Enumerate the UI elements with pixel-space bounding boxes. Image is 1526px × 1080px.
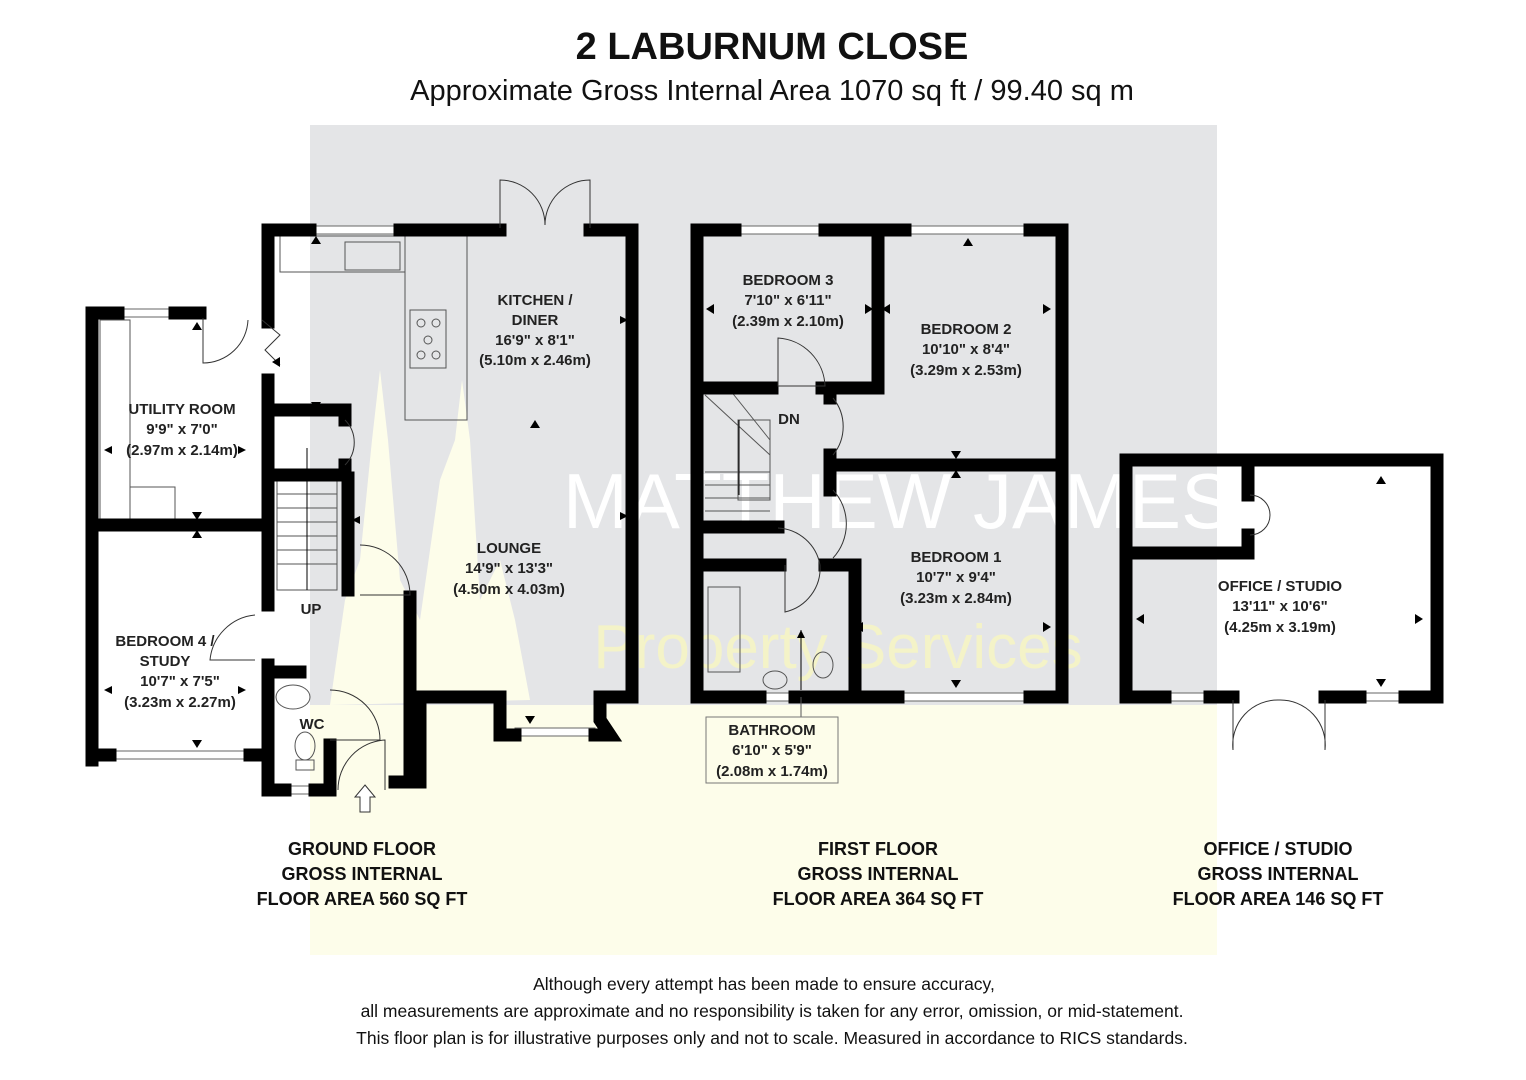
bedroom2-label: BEDROOM 2 xyxy=(921,321,1012,338)
stairs-up xyxy=(276,448,338,591)
door-arcs xyxy=(202,179,591,791)
entrance-arrow-icon xyxy=(353,784,377,813)
hob-icon xyxy=(416,318,441,360)
bathroom-metric: (2.08m x 1.74m) xyxy=(716,763,828,780)
lounge-metric: (4.50m x 4.03m) xyxy=(453,581,565,598)
bedroom1-metric: (3.23m x 2.84m) xyxy=(900,590,1012,607)
bedroom2-metric: (3.29m x 2.53m) xyxy=(910,362,1022,379)
wc-label: WC xyxy=(300,716,325,733)
bathroom-label-box xyxy=(705,716,839,784)
ground-floor-line2: GROSS INTERNAL xyxy=(281,864,442,884)
dimension-arrows xyxy=(104,236,628,748)
bathroom-label: BATHROOM xyxy=(728,722,815,739)
bedroom1-imperial: 10'7" x 9'4" xyxy=(916,569,996,586)
bedroom3-metric: (2.39m x 2.10m) xyxy=(732,313,844,330)
floor-area-office: OFFICE / STUDIO GROSS INTERNAL FLOOR ARE… xyxy=(1173,839,1384,909)
lounge-label: LOUNGE xyxy=(477,540,541,557)
ground-floor-line3: FLOOR AREA 560 SQ FT xyxy=(257,889,468,909)
lounge-imperial: 14'9" x 13'3" xyxy=(465,560,553,577)
disclaimer-line2: all measurements are approximate and no … xyxy=(361,1001,1184,1021)
bedroom4-label-line1: BEDROOM 4 / xyxy=(115,633,215,650)
watermark-line2: Property Services xyxy=(593,613,1082,682)
ground-floor-plan: KITCHEN / DINER 16'9" x 8'1" (5.10m x 2.… xyxy=(85,179,639,813)
utility-label: UTILITY ROOM xyxy=(128,401,235,418)
office-metric: (4.25m x 3.19m) xyxy=(1224,619,1336,636)
bedroom2-imperial: 10'10" x 8'4" xyxy=(922,341,1010,358)
utility-metric: (2.97m x 2.14m) xyxy=(126,442,238,459)
bedroom4-metric: (3.23m x 2.27m) xyxy=(124,694,236,711)
office-floor-line3: FLOOR AREA 146 SQ FT xyxy=(1173,889,1384,909)
ground-floor-line1: GROUND FLOOR xyxy=(288,839,436,859)
office-imperial: 13'11" x 10'6" xyxy=(1232,598,1328,615)
door-arcs-first xyxy=(777,337,847,613)
bathroom-imperial: 6'10" x 5'9" xyxy=(732,742,812,759)
bedroom4-imperial: 10'7" x 7'5" xyxy=(140,673,220,690)
bedroom3-imperial: 7'10" x 6'11" xyxy=(744,292,831,309)
stairs-down xyxy=(704,389,771,512)
bedroom4-label-line2: STUDY xyxy=(140,653,191,670)
office-floor-line2: GROSS INTERNAL xyxy=(1197,864,1358,884)
office-floor-line1: OFFICE / STUDIO xyxy=(1203,839,1352,859)
stairs-up-label: UP xyxy=(301,601,322,618)
floor-area-ground: GROUND FLOOR GROSS INTERNAL FLOOR AREA 5… xyxy=(257,839,468,909)
kitchen-label-line2: DINER xyxy=(512,312,559,329)
utility-imperial: 9'9" x 7'0" xyxy=(146,421,217,438)
first-floor-line2: GROSS INTERNAL xyxy=(797,864,958,884)
disclaimer-line3: This floor plan is for illustrative purp… xyxy=(356,1028,1188,1048)
disclaimer-line1: Although every attempt has been made to … xyxy=(533,974,995,994)
kitchen-imperial: 16'9" x 8'1" xyxy=(495,332,575,349)
office-label: OFFICE / STUDIO xyxy=(1218,578,1343,595)
page-subtitle: Approximate Gross Internal Area 1070 sq … xyxy=(410,75,1134,107)
office-studio-plan: OFFICE / STUDIO 13'11" x 10'6" (4.25m x … xyxy=(1119,453,1444,751)
dimension-arrows-first xyxy=(706,238,1051,688)
first-floor-line1: FIRST FLOOR xyxy=(818,839,938,859)
bedroom1-label: BEDROOM 1 xyxy=(911,549,1002,566)
kitchen-metric: (5.10m x 2.46m) xyxy=(479,352,591,369)
floor-area-first: FIRST FLOOR GROSS INTERNAL FLOOR AREA 36… xyxy=(773,839,984,909)
stairs-down-label: DN xyxy=(778,411,800,428)
bedroom3-label: BEDROOM 3 xyxy=(743,272,834,289)
first-floor-line3: FLOOR AREA 364 SQ FT xyxy=(773,889,984,909)
first-floor-plan: BEDROOM 3 7'10" x 6'11" (2.39m x 2.10m) … xyxy=(690,223,1069,784)
watermark-tower xyxy=(330,370,530,705)
kitchen-label-line1: KITCHEN / xyxy=(498,292,574,309)
page-title: 2 LABURNUM CLOSE xyxy=(576,26,969,68)
